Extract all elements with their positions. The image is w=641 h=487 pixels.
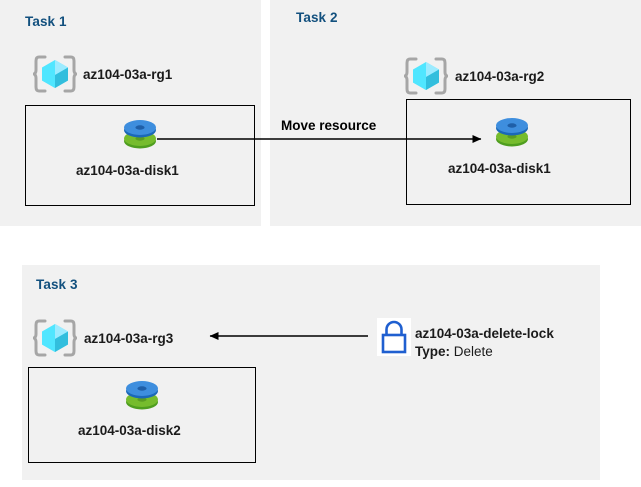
resource-group-cube-icon: [33, 317, 77, 359]
lock-name-label: az104-03a-delete-lock: [415, 326, 554, 341]
resource-box-task-2: [406, 99, 631, 205]
managed-disk-icon: [118, 114, 162, 156]
panel-title-task-3: Task 3: [36, 277, 78, 292]
padlock-icon: [377, 318, 411, 356]
managed-disk-icon: [120, 375, 164, 417]
managed-disk-icon: [490, 112, 534, 154]
resource-group-label-task-3: az104-03a-rg3: [84, 331, 174, 346]
lock-type-value: Delete: [453, 344, 493, 359]
lock-type-label: Type: Delete: [415, 344, 493, 359]
resource-label-task-2: az104-03a-disk1: [448, 161, 551, 176]
edge-label-move-resource: Move resource: [281, 118, 377, 133]
resource-group-label-task-2: az104-03a-rg2: [455, 69, 545, 84]
resource-group-cube-icon: [33, 53, 77, 95]
resource-label-task-3: az104-03a-disk2: [78, 423, 181, 438]
panel-title-task-1: Task 1: [25, 14, 67, 29]
lock-type-key: Type:: [415, 344, 451, 359]
resource-group-cube-icon: [404, 55, 448, 97]
panel-title-task-2: Task 2: [296, 10, 338, 25]
resource-label-task-1: az104-03a-disk1: [76, 163, 179, 178]
resource-group-label-task-1: az104-03a-rg1: [83, 67, 173, 82]
